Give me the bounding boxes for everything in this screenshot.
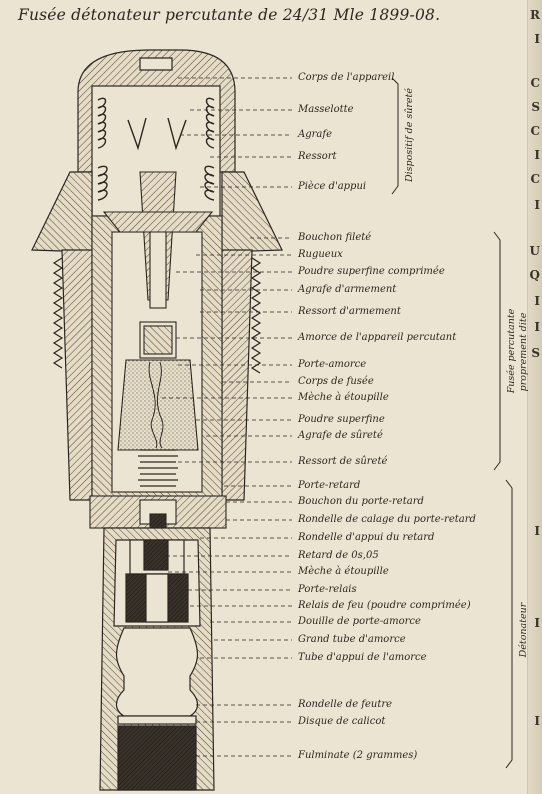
fuse-body-inner xyxy=(91,171,223,501)
label-ressort-armement: Ressort d'armement xyxy=(298,306,401,317)
label-body: Corps de l'appareil xyxy=(298,72,395,83)
label-rondelle-feutre: Rondelle de feutre xyxy=(298,699,393,710)
edge-letter: I xyxy=(534,616,540,630)
label-retard: Retard de 0s,05 xyxy=(298,550,379,561)
leader-lines xyxy=(162,77,292,757)
label-ressort-surete: Ressort de sûreté xyxy=(298,456,388,467)
label-relais-feu: Relais de feu (poudre comprimée) xyxy=(298,600,471,611)
label-meche-2: Mèche à étoupille xyxy=(298,566,389,577)
label-porte-retard: Porte-retard xyxy=(298,480,361,491)
edge-letter: I xyxy=(534,524,540,538)
page-edge xyxy=(527,0,542,794)
label-fulminate: Fulminate (2 grammes) xyxy=(298,750,418,761)
label-porte-amorce: Porte-amorce xyxy=(298,359,367,370)
label-porte-relais: Porte-relais xyxy=(298,584,357,595)
label-bouchon-porte-retard: Bouchon du porte-retard xyxy=(298,496,424,507)
label-piece-appui: Pièce d'appui xyxy=(298,181,367,192)
label-masselotte: Masselotte xyxy=(298,104,354,115)
diagram-title: Fusée détonateur percutante de 24/31 Mle… xyxy=(18,6,441,24)
safety-spring xyxy=(138,449,178,487)
label-rondelle-appui: Rondelle d'appui du retard xyxy=(298,532,435,543)
edge-letter: I xyxy=(534,32,540,46)
label-disque-calicot: Disque de calicot xyxy=(298,716,386,727)
label-grand-tube: Grand tube d'amorce xyxy=(298,634,406,645)
edge-letter: S xyxy=(531,100,540,114)
edge-letter: I xyxy=(534,148,540,162)
label-agrafe: Agrafe xyxy=(298,129,332,140)
detonator-tube xyxy=(99,527,215,791)
flange xyxy=(31,171,283,253)
group-label-safety: Dispositif de sûreté xyxy=(404,88,415,182)
label-rondelle-calage: Rondelle de calage du porte-retard xyxy=(298,514,476,525)
safety-device-body xyxy=(77,49,236,217)
edge-letter: I xyxy=(534,714,540,728)
edge-letter: S xyxy=(531,346,540,360)
edge-letter: R xyxy=(530,8,540,22)
label-douille: Douille de porte-amorce xyxy=(298,616,421,627)
label-agrafe-armement: Agrafe d'armement xyxy=(298,284,397,295)
group-braces xyxy=(391,77,513,769)
label-corps-fusee: Corps de fusée xyxy=(298,376,374,387)
group-label-detonator: Détonateur xyxy=(518,602,529,658)
label-rugueux: Rugueux xyxy=(298,249,343,260)
edge-letter: U xyxy=(529,244,540,258)
label-tube-appui: Tube d'appui de l'amorce xyxy=(298,652,427,663)
edge-letter: C xyxy=(530,76,540,90)
label-poudre-comprimee: Poudre superfine comprimée xyxy=(298,266,445,277)
edge-letter: I xyxy=(534,294,540,308)
label-meche-1: Mèche à étoupille xyxy=(298,392,389,403)
label-poudre-superfine: Poudre superfine xyxy=(298,414,385,425)
masselotte-spring xyxy=(97,97,215,201)
group-label-percussion-1: Fusée percutante xyxy=(506,308,517,394)
edge-letter: C xyxy=(530,172,540,186)
edge-letter: I xyxy=(534,320,540,334)
label-ressort: Ressort xyxy=(298,151,337,162)
group-label-percussion-2: proprement dite xyxy=(518,312,529,392)
label-agrafe-surete: Agrafe de sûreté xyxy=(298,430,383,441)
label-amorce-percutant: Amorce de l'appareil percutant xyxy=(298,332,457,343)
edge-letter: Q xyxy=(529,268,540,282)
edge-letter: I xyxy=(534,198,540,212)
edge-letter: C xyxy=(530,124,540,138)
label-bouchon-filete: Bouchon fileté xyxy=(298,232,372,243)
